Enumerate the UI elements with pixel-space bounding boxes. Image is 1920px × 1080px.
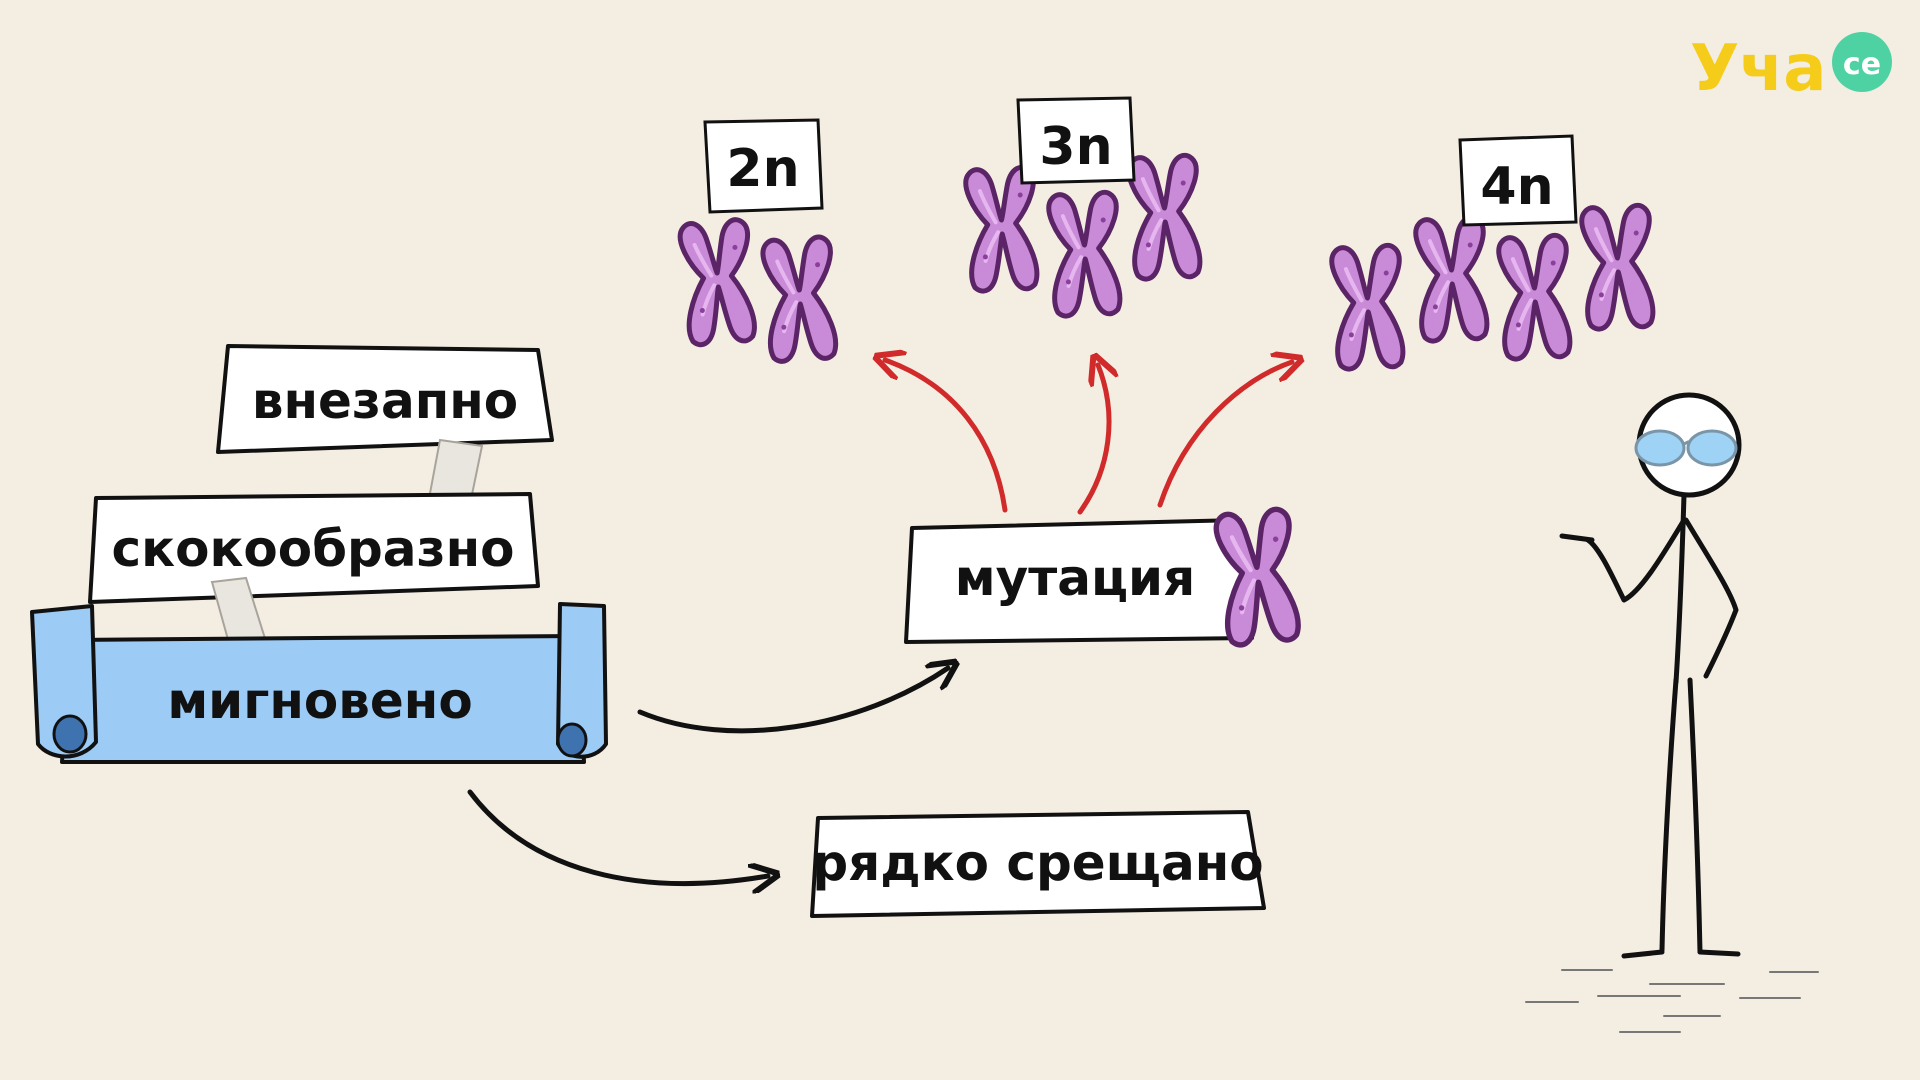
figure-left-foot (1621, 949, 1665, 959)
attribute-mignoveno: мигновено (167, 672, 472, 730)
chromosome-icon (965, 167, 1039, 292)
attribute-skokoobrazno: скокообразно (112, 520, 515, 578)
chromosome-icon (679, 219, 757, 346)
logo: Уча се (1690, 32, 1892, 106)
curved-arrow-to-mutation (637, 668, 948, 734)
figure-left-hand (1559, 533, 1595, 543)
chromosome-icon (1128, 155, 1202, 280)
label-card-2n (703, 118, 824, 214)
figure-left-leg (1659, 677, 1679, 953)
attribute-card-1-shape (216, 344, 554, 454)
outcome-label: рядко срещано (812, 834, 1263, 892)
figure-right-foot (1697, 949, 1741, 957)
logo-badge-text: се (1843, 47, 1881, 82)
logo-text: Уча (1690, 32, 1826, 106)
attribute-card-2-shape (88, 492, 540, 604)
curved-arrow-to-rare (467, 789, 768, 883)
mutation-card: мутация (904, 508, 1301, 646)
attribute-card-1: внезапно (216, 344, 554, 454)
stick-figure (1559, 392, 1742, 959)
scroll-left-roll-end (52, 714, 88, 754)
figure-left-arm (1585, 517, 1687, 603)
curved-arrow-to-3n (1077, 365, 1109, 515)
attribute-vnezapno: внезапно (252, 372, 518, 430)
triploid-group: 3n (965, 96, 1202, 317)
chromosome-icon (1581, 205, 1655, 330)
tetraploid-group: 4n (1331, 134, 1655, 370)
mutation-label: мутация (955, 549, 1195, 607)
rare-card: рядко срещано (810, 810, 1266, 918)
diploid-group: 2n (679, 118, 838, 362)
chromosome-icon (1331, 245, 1405, 370)
sunglasses-icon (1634, 429, 1738, 467)
scroll-right-roll-end (556, 722, 588, 758)
rare-card-shape (810, 810, 1266, 918)
label-card-3n (1016, 96, 1136, 185)
chromosome-icon (1048, 192, 1122, 317)
curved-arrow-to-4n (1157, 362, 1292, 508)
ploidy-label-4n: 4n (1480, 157, 1553, 217)
paper-scroll: мигновено (30, 602, 608, 764)
chromosome-icon (762, 236, 838, 362)
ploidy-label-3n: 3n (1039, 117, 1112, 177)
chromosome-icon (1415, 217, 1489, 342)
figure-right-leg (1687, 677, 1703, 955)
curved-arrow-to-2n (885, 360, 1008, 513)
attribute-card-2: скокообразно (88, 492, 540, 604)
label-card-4n (1458, 134, 1578, 227)
logo-badge (1832, 32, 1892, 92)
chromosome-icon (1498, 235, 1572, 360)
figure-right-arm (1683, 517, 1739, 679)
ground-lines (1525, 969, 1819, 1033)
ploidy-label-2n: 2n (726, 139, 799, 199)
